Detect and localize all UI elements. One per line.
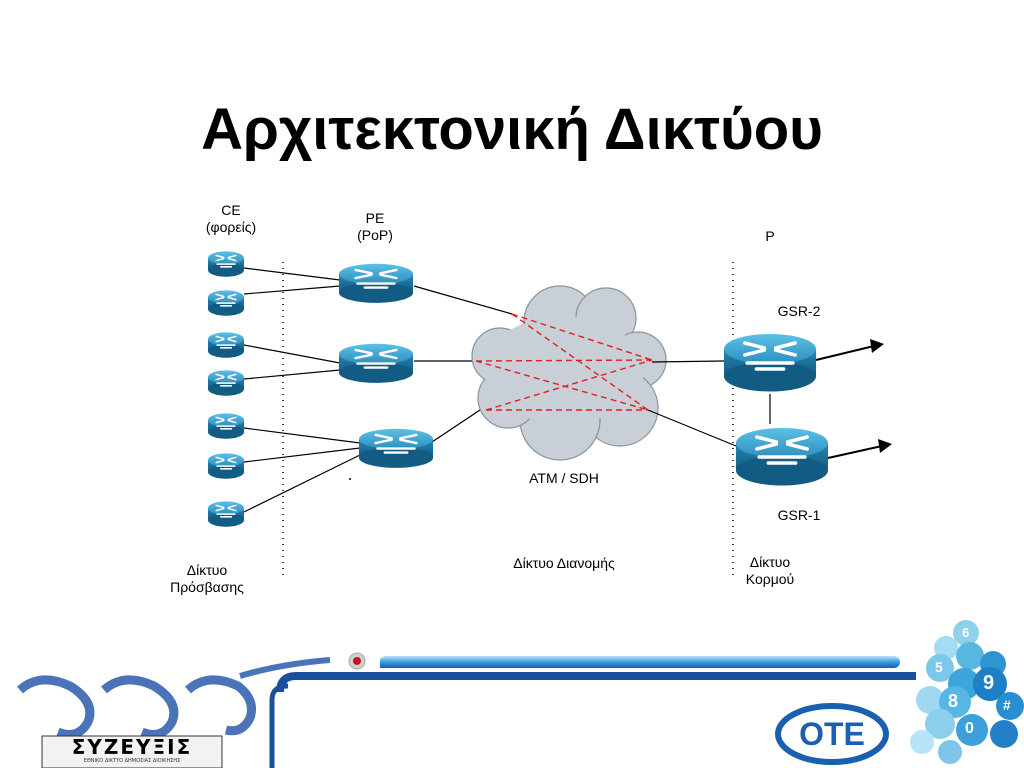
gsr-1-router-icon [734,426,830,488]
core-network-label: Δίκτυο Κορμού [720,554,820,588]
ce-router-7-icon [207,500,245,528]
ote-logo [775,703,889,765]
slide-title: Αρχιτεκτονική Δικτύου [201,97,823,162]
keypad-digit-0: 0 [965,720,974,737]
ce-router-1-icon [207,250,245,278]
keypad-digit-hash: # [1003,697,1011,713]
footer-decoration [269,652,916,768]
pe-cloud-links [413,285,513,443]
keypad-digit-8: 8 [948,691,959,711]
core-network-label-line1: Δίκτυο [749,554,791,570]
pe-router-3-icon [357,427,435,470]
keypad-digit-5: 5 [935,659,943,675]
keypad-graphic [910,620,1024,764]
keypad-digit-6: 6 [962,625,970,640]
ce-router-4-icon [207,369,245,397]
ce-routers [207,250,245,528]
cloud-internal-links [475,313,653,411]
syzeyxis-logo-text: ΣΥΖΕΥΞΙΣ [71,735,193,759]
gsr-1-label: GSR-1 [777,507,821,523]
access-network-label: Δίκτυο Πρόσβασης [152,562,262,596]
ce-label: CE (φορείς) [196,202,266,236]
gsr-2-label: GSR-2 [777,303,821,319]
pe-label-line2: (PoP) [357,227,393,243]
gsr-2-router-icon [722,332,818,394]
access-network-label-line1: Δίκτυο [186,562,228,578]
keypad-digit-9: 9 [983,672,995,694]
cloud-label: ATM / SDH [529,470,599,486]
pe-router-2-icon [337,342,415,385]
syzeyxis-box [41,735,223,768]
ce-router-6-icon [207,452,245,480]
syzeyxis-logo [16,657,331,739]
ce-router-3-icon [207,331,245,359]
access-network-label-line2: Πρόσβασης [170,579,244,595]
uplink-arrows [815,339,892,459]
pe-routers [337,262,435,470]
ce-router-5-icon [207,412,245,440]
ce-pe-links [243,267,361,513]
ce-label-line1: CE [221,202,241,218]
ce-router-2-icon [207,289,245,317]
syzeyxis-logo-subtitle: ΕΘΝΙΚΟ ΔΙΚΤΥΟ ΔΗΜΟΣΙΑΣ ΔΙΟΙΚΗΣΗΣ [83,758,181,764]
distribution-network-label: Δίκτυο Διανομής [513,555,615,571]
ce-label-line2: (φορείς) [205,219,257,235]
p-label: P [765,228,775,244]
pe-label: PE (PoP) [340,210,410,244]
core-network-label-line2: Κορμού [745,571,795,587]
atm-sdh-cloud [471,285,667,461]
cloud-core-links [647,360,771,447]
pe-router-1-icon [337,262,415,305]
ote-logo-text: ΟΤΕ [799,716,865,752]
pe-label-line1: PE [365,210,385,226]
